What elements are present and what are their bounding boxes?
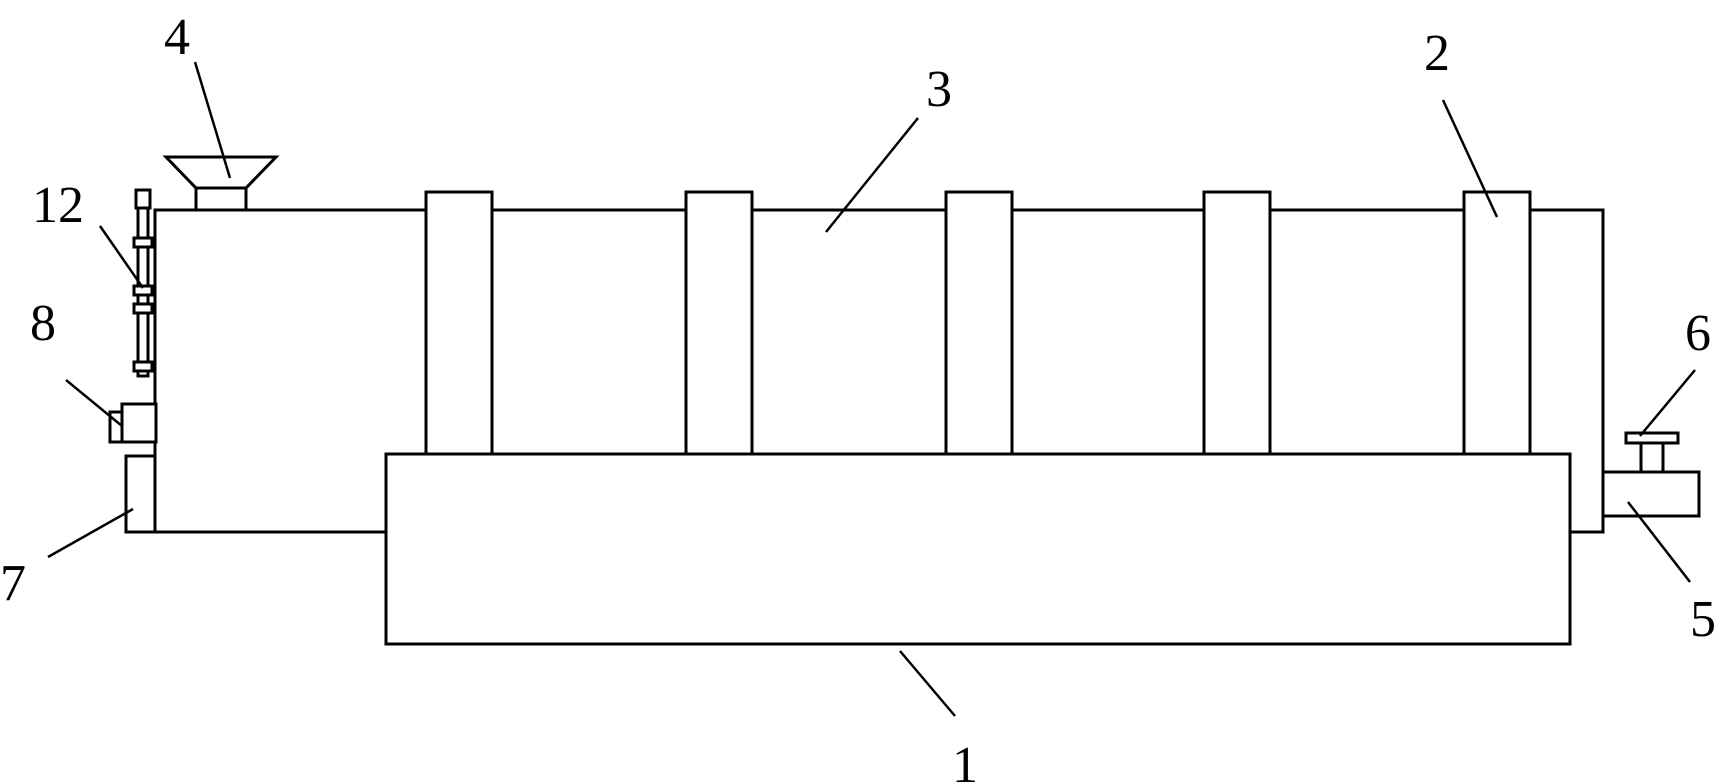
label-8: 8	[30, 295, 56, 352]
label-3: 3	[926, 61, 952, 118]
label-4: 4	[164, 9, 190, 66]
label-12: 12	[32, 177, 84, 234]
hoop-ring	[1202, 190, 1272, 456]
label-1: 1	[952, 737, 978, 784]
discharge-outlet	[1601, 470, 1701, 518]
hoop-ring	[424, 190, 494, 456]
label-6: 6	[1685, 305, 1711, 362]
motor	[108, 402, 158, 444]
valve	[1624, 431, 1680, 474]
label-2: 2	[1424, 25, 1450, 82]
screw-rod	[132, 188, 154, 378]
hoop-rings	[424, 190, 1532, 456]
label-7: 7	[0, 555, 26, 612]
hoop-ring	[944, 190, 1014, 456]
support-block	[124, 454, 157, 534]
base-body	[384, 452, 1572, 646]
leader-lines	[47, 61, 1696, 717]
hoop-ring	[1462, 190, 1532, 456]
label-5: 5	[1690, 591, 1716, 648]
feed-hopper	[162, 155, 280, 212]
hoop-ring	[684, 190, 754, 456]
